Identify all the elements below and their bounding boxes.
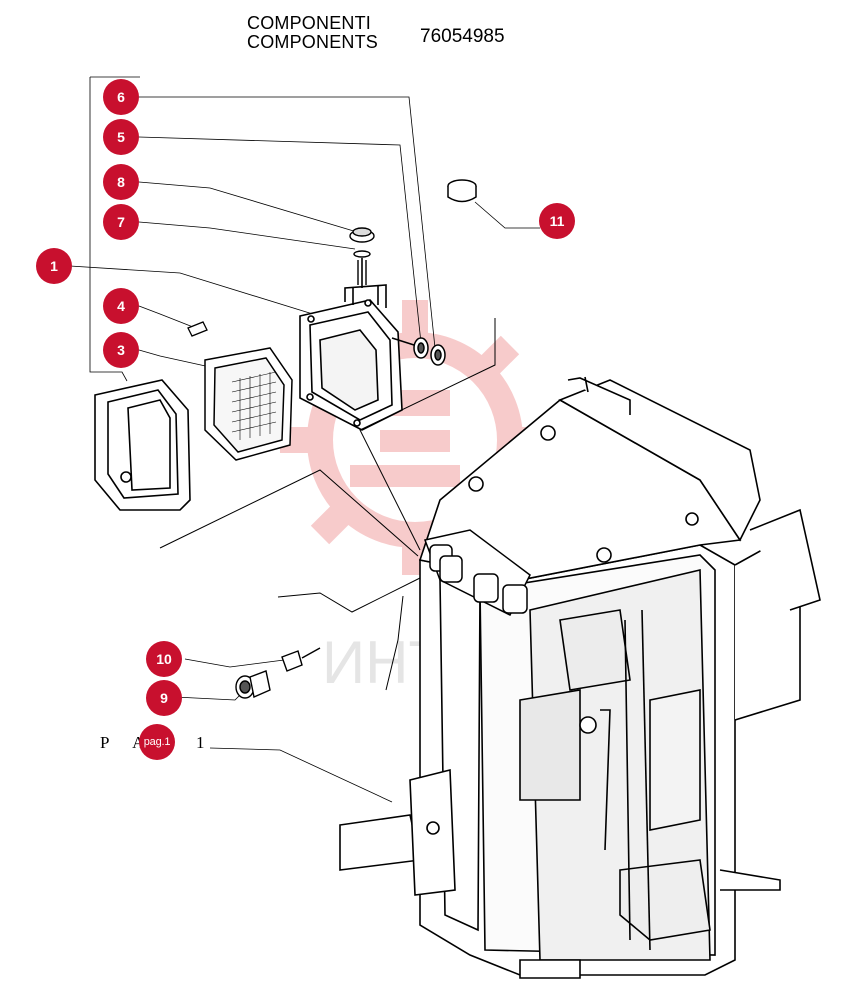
title-english: COMPONENTS <box>247 32 379 52</box>
roof-light-cluster <box>423 529 531 617</box>
work-light-housing <box>299 258 403 431</box>
callout-4[interactable]: 4 <box>103 288 139 324</box>
callout-page-link[interactable]: pag.1 <box>139 724 175 760</box>
callout-11[interactable]: 11 <box>539 203 575 239</box>
side-washers <box>391 337 446 366</box>
leader-lines <box>69 76 540 803</box>
page-reference-number: 1 <box>196 733 205 752</box>
callout-7[interactable]: 7 <box>103 204 139 240</box>
title-italian: COMPONENTI <box>247 13 372 33</box>
callout-6[interactable]: 6 <box>103 79 139 115</box>
assembly-guide-lines <box>159 318 496 691</box>
document-header: COMPONENTI COMPONENTS 76054985 <box>247 13 505 52</box>
page-reference-prefix: P A <box>100 733 155 752</box>
screw-part <box>187 321 208 337</box>
plug-cap <box>447 179 477 203</box>
bulb-holder-parts <box>235 647 321 699</box>
light-bezel-frame <box>94 379 191 511</box>
part-number: 76054985 <box>420 26 505 47</box>
light-lens <box>204 347 293 461</box>
callout-8[interactable]: 8 <box>103 164 139 200</box>
callout-5[interactable]: 5 <box>103 119 139 155</box>
callout-9[interactable]: 9 <box>146 680 182 716</box>
callout-10[interactable]: 10 <box>146 641 182 677</box>
callout-3[interactable]: 3 <box>103 332 139 368</box>
mount-nut-washer <box>349 227 375 285</box>
cab-frame <box>339 376 821 979</box>
callout-1[interactable]: 1 <box>36 248 72 284</box>
